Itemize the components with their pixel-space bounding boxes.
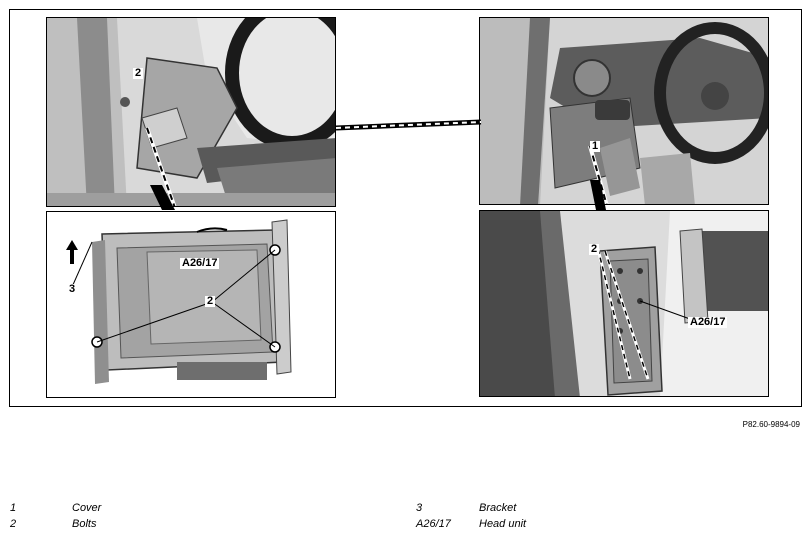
- legend-key: 1: [10, 502, 17, 514]
- legend-item: 2 Bolts: [10, 518, 210, 534]
- legend-label: Bracket: [479, 502, 517, 514]
- callout-head-unit-left: A26/17: [180, 257, 220, 269]
- legend-item: 1 Cover: [10, 502, 210, 518]
- panel-top-left: [46, 17, 336, 207]
- callout-bracket: 3: [67, 283, 78, 295]
- callout-head-unit-right: A26/17: [688, 316, 728, 328]
- panel-bottom-right: [479, 210, 769, 397]
- legend-label: Head unit: [479, 518, 527, 530]
- callout-bolts-right: 2: [589, 243, 600, 255]
- legend-key: 3: [416, 502, 423, 514]
- panel-bottom-left: [46, 211, 336, 398]
- legend-right: 3 Bracket A26/17 Head unit: [416, 502, 616, 534]
- callout-cover: 1: [590, 140, 601, 152]
- legend-item: A26/17 Head unit: [416, 518, 616, 534]
- legend-item: 3 Bracket: [416, 502, 616, 518]
- legend-label: Cover: [72, 502, 102, 514]
- callout-bolts-top-left: 2: [133, 67, 144, 79]
- figure-reference: P82.60-9894-09: [742, 420, 800, 429]
- legend-left: 1 Cover 2 Bolts: [10, 502, 210, 534]
- legend-label: Bolts: [72, 518, 97, 530]
- legend-key: A26/17: [416, 518, 451, 530]
- legend-key: 2: [10, 518, 17, 530]
- panel-top-right: [479, 17, 769, 205]
- callout-bolts-bottom-left: 2: [205, 295, 216, 307]
